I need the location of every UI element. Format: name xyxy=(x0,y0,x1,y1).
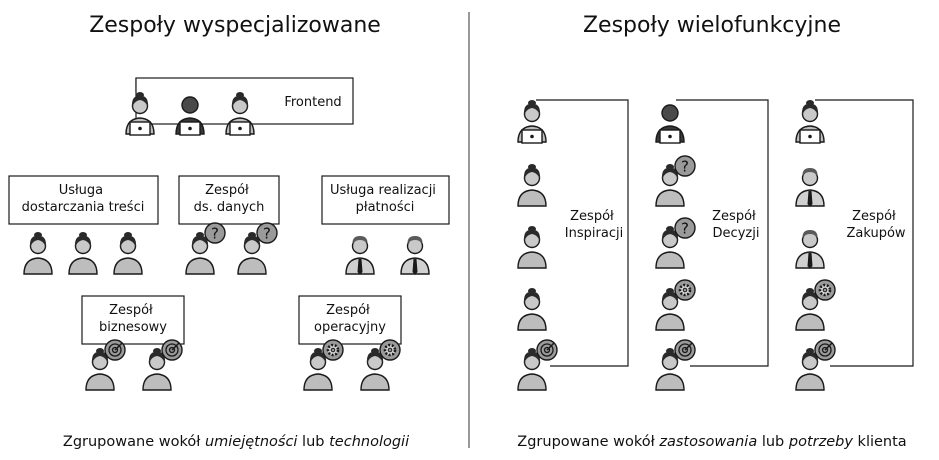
decision-team: Zespół Decyzji ? ? xyxy=(655,99,769,391)
person-question-icon: ? xyxy=(185,222,226,275)
data-team: Zespół ds. danych ? ? xyxy=(178,175,280,275)
purchase-team-label: Zespół Zakupów xyxy=(846,209,905,241)
content-delivery-team: Usługa dostarczania treści xyxy=(8,175,159,275)
person-tie-icon xyxy=(400,235,430,276)
svg-text:?: ? xyxy=(681,220,689,238)
right-title: Zespoły wielofunkcyjne xyxy=(583,13,841,38)
person-question-icon: ? xyxy=(655,217,696,269)
ops-team-label: Zespół operacyjny xyxy=(314,303,386,335)
woman-icon xyxy=(68,231,98,275)
person-target-icon xyxy=(85,339,126,391)
person-laptop-icon xyxy=(517,99,547,144)
person-gear-icon xyxy=(655,278,697,331)
data-team-label: Zespół ds. danych xyxy=(194,183,265,215)
decision-team-label: Zespół Decyzji xyxy=(712,209,760,241)
ops-team-box xyxy=(298,295,402,345)
content-delivery-label: Usługa dostarczania treści xyxy=(22,183,145,215)
frontend-team: Frontend xyxy=(125,77,354,136)
svg-text:?: ? xyxy=(263,225,271,243)
person-target-icon xyxy=(142,339,183,391)
business-team-label: Zespół biznesowy xyxy=(99,303,167,335)
person-tie-icon xyxy=(795,167,825,208)
person-gear-icon xyxy=(795,278,837,331)
payment-team-label: Usługa realizacji płatności xyxy=(330,183,440,215)
person-laptop-icon xyxy=(795,99,825,144)
person-target-icon xyxy=(655,339,696,391)
person-tie-icon xyxy=(345,235,375,276)
purchase-team: Zespół Zakupów xyxy=(795,99,914,391)
woman-icon xyxy=(517,287,547,331)
person-laptop-icon xyxy=(655,104,685,144)
inspiration-team: Zespół Inspiracji xyxy=(517,99,629,391)
person-target-icon xyxy=(517,339,558,391)
woman-icon xyxy=(517,225,547,269)
left-title: Zespoły wyspecjalizowane xyxy=(89,13,381,38)
person-tie-icon xyxy=(795,229,825,270)
person-question-icon: ? xyxy=(237,222,278,275)
woman-icon xyxy=(113,231,143,275)
ops-team: Zespół operacyjny xyxy=(298,295,402,391)
right-caption: Zgrupowane wokół zastosowania lub potrze… xyxy=(517,434,906,450)
svg-text:?: ? xyxy=(211,225,219,243)
person-gear-icon xyxy=(303,338,345,391)
left-caption: Zgrupowane wokół umiejętności lub techno… xyxy=(63,434,409,450)
payment-team-box xyxy=(321,175,450,225)
person-gear-icon xyxy=(360,338,402,391)
data-team-box xyxy=(178,175,280,225)
woman-icon xyxy=(23,231,53,275)
woman-icon xyxy=(517,163,547,207)
person-target-icon xyxy=(795,339,836,391)
business-team-box xyxy=(81,295,185,345)
payment-team: Usługa realizacji płatności xyxy=(321,175,450,276)
frontend-label: Frontend xyxy=(284,95,341,110)
business-team: Zespół biznesowy xyxy=(81,295,185,391)
inspiration-team-label: Zespół Inspiracji xyxy=(565,209,623,241)
svg-text:?: ? xyxy=(681,158,689,176)
person-question-icon: ? xyxy=(655,155,696,207)
content-delivery-box xyxy=(8,175,159,225)
